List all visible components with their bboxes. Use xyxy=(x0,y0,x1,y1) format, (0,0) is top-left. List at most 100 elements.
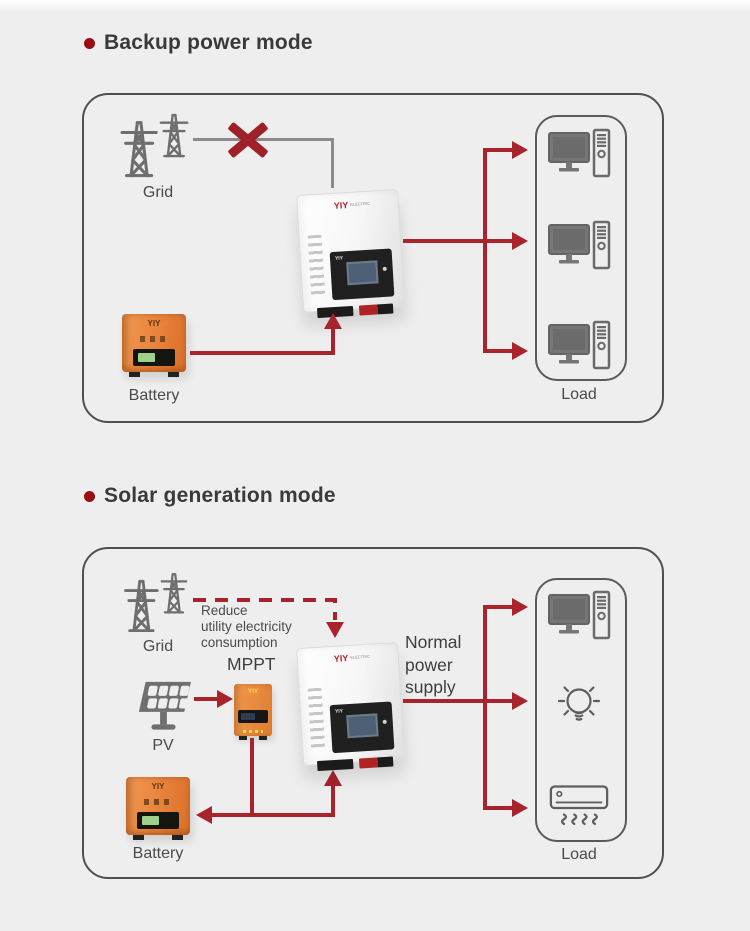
section1-title-text: Backup power mode xyxy=(104,31,313,54)
battery-indicator-icons xyxy=(144,799,172,805)
arrow-to-load-top xyxy=(512,141,528,159)
inverter-control-panel: YIY xyxy=(329,701,395,754)
inverter-connector-right xyxy=(358,303,394,316)
inverter-panel-text: YIY xyxy=(334,255,344,262)
inverter-to-load-line xyxy=(403,699,513,703)
grid-label: Grid xyxy=(142,184,174,201)
bullet-icon xyxy=(84,37,95,49)
note-line: supply xyxy=(405,677,456,697)
mppt-foot xyxy=(239,736,247,740)
inverter-lcd-screen xyxy=(346,260,379,286)
inverter-lcd-screen xyxy=(346,713,379,739)
mppt-foot xyxy=(259,736,267,740)
pv-label: PV xyxy=(152,737,174,754)
inverter-connector-left xyxy=(316,758,354,772)
battery-screen xyxy=(138,353,155,362)
mppt-brand-logo: YIY xyxy=(247,688,259,695)
mppt-display xyxy=(238,710,268,723)
mppt-label: MPPT xyxy=(227,654,276,674)
arrow-to-load-top xyxy=(512,598,528,616)
inverter-brand-suffix: ELECTRIC xyxy=(350,653,371,660)
load-branch-vertical xyxy=(483,607,487,810)
inverter-to-load-line xyxy=(403,239,513,243)
battery-foot xyxy=(172,835,183,840)
battery-label: Battery xyxy=(132,845,184,862)
battery-to-inverter-riser xyxy=(331,328,335,355)
grid-towers-icon xyxy=(120,113,189,178)
arrow-up-into-inverter xyxy=(324,770,342,786)
inverter-panel-text: YIY xyxy=(334,708,344,715)
arrow-into-battery xyxy=(196,806,212,824)
inverter-vents xyxy=(307,687,326,751)
arrow-to-load-middle xyxy=(512,692,528,710)
inverter-brand-text: YIY xyxy=(333,653,349,664)
mppt-device: YIY xyxy=(234,684,272,740)
load-branch-bottom-stub xyxy=(483,349,513,353)
inverter-vents xyxy=(307,234,326,298)
mppt-down-line xyxy=(250,738,254,815)
section2-title: Solar generation mode xyxy=(84,484,336,508)
section2-title-text: Solar generation mode xyxy=(104,484,336,507)
battery-foot xyxy=(129,372,140,377)
load-branch-vertical xyxy=(483,148,487,353)
inverter-connector-right xyxy=(358,756,394,769)
load-branch-bottom-stub xyxy=(483,806,513,810)
light-bulb-icon xyxy=(557,686,601,721)
grid-label: Grid xyxy=(142,638,174,655)
load-branch-top-stub xyxy=(483,148,513,152)
load-box xyxy=(535,115,627,381)
note-line: consumption xyxy=(201,635,278,650)
note-line: Reduce xyxy=(201,603,248,618)
grid-connector-drop xyxy=(331,138,334,188)
grid-towers-icon xyxy=(124,573,188,633)
arrow-to-load-middle xyxy=(512,232,528,250)
battery-display xyxy=(133,349,175,366)
inverter-button xyxy=(382,266,387,272)
riser-to-inverter xyxy=(331,786,335,815)
battery-device: YIY xyxy=(126,777,190,840)
pv-panel-icon xyxy=(138,681,191,730)
load-branch-top-stub xyxy=(483,605,513,609)
battery-to-inverter-line xyxy=(190,351,335,355)
inverter-button xyxy=(382,719,387,725)
note-line: Normal xyxy=(405,632,462,652)
inverter-brand-suffix: ELECTRIC xyxy=(350,200,371,207)
battery-screen xyxy=(142,816,159,825)
battery-indicator-icons xyxy=(140,336,168,342)
arrow-into-mppt xyxy=(217,690,233,708)
arrow-down-into-inverter xyxy=(326,622,344,638)
bullet-icon xyxy=(84,490,95,502)
inverter-brand-text: YIY xyxy=(333,200,349,211)
computer-icon xyxy=(547,128,611,178)
air-conditioner-icon xyxy=(549,785,609,826)
battery-brand-logo: YIY xyxy=(147,319,161,328)
load-label: Load xyxy=(561,386,597,403)
section1-title: Backup power mode xyxy=(84,31,313,55)
arrow-up-into-inverter xyxy=(324,313,342,329)
battery-device: YIY xyxy=(122,314,186,377)
reduce-consumption-note: Reduce utility electricity consumption xyxy=(201,603,292,651)
load-label: Load xyxy=(561,846,597,863)
computer-icon xyxy=(547,320,611,370)
battery-label: Battery xyxy=(128,387,180,404)
note-line: power xyxy=(405,654,453,675)
grid-dashed-connector xyxy=(193,598,337,620)
backup-mode-diagram-frame xyxy=(82,93,664,423)
normal-power-supply-note: Normal power supply xyxy=(405,631,461,699)
arrow-to-load-bottom xyxy=(512,342,528,360)
mppt-screen xyxy=(241,713,255,720)
arrow-to-load-bottom xyxy=(512,799,528,817)
computer-icon xyxy=(547,220,611,270)
junction-horizontal-line xyxy=(212,813,335,817)
solar-mode-diagram-frame xyxy=(82,547,664,879)
pv-to-mppt-line xyxy=(194,697,218,701)
computer-icon xyxy=(547,590,611,640)
battery-brand-logo: YIY xyxy=(151,782,165,791)
